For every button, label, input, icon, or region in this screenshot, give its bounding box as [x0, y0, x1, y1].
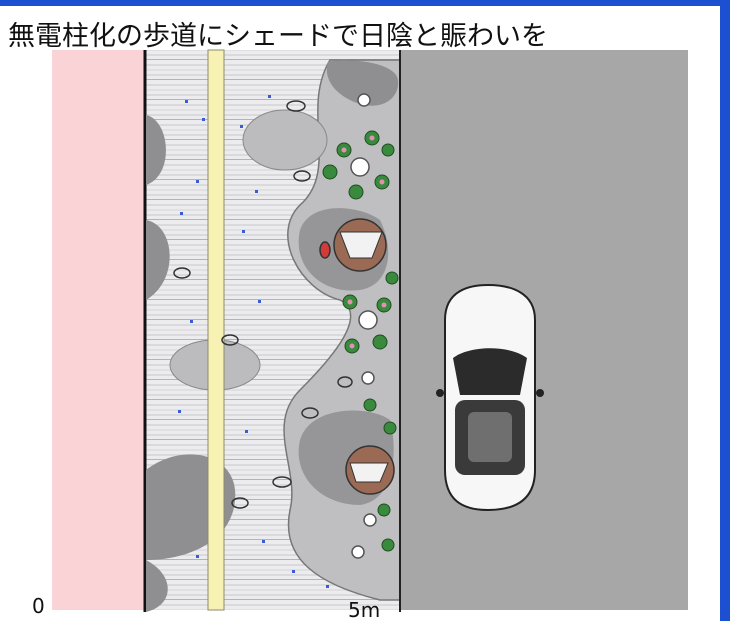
- planters: [322, 130, 399, 552]
- tree-canopy: [345, 445, 395, 495]
- paving-specks: [178, 95, 329, 588]
- roadway: [400, 50, 688, 610]
- shade-blob-top: [326, 60, 399, 106]
- flowers: [341, 135, 387, 349]
- scale-end-label: 5m: [348, 598, 381, 621]
- frame-right: [720, 0, 730, 621]
- shade-blob: [146, 220, 170, 300]
- frame-top: [0, 0, 730, 6]
- street-lights: [350, 93, 378, 559]
- parked-car: [436, 283, 544, 512]
- shade-blob: [146, 115, 166, 185]
- tree-canopy: [333, 218, 387, 272]
- shade-blob: [242, 109, 328, 171]
- page-title: 無電柱化の歩道にシェードで日陰と賑わいを: [8, 21, 548, 52]
- bicycles: [173, 100, 353, 509]
- scale-start-label: 0: [32, 594, 45, 618]
- shade-blob: [146, 560, 168, 612]
- tactile-paving-strip: [207, 49, 225, 611]
- building-strip: [52, 50, 144, 610]
